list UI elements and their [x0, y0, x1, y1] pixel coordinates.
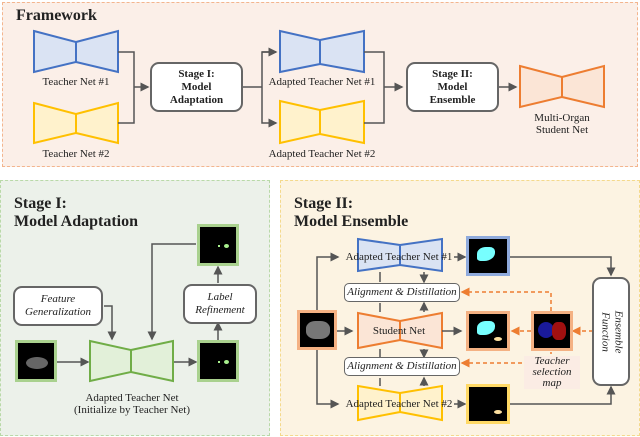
refined-label-image — [197, 224, 239, 266]
stage1-box-line3: Adaptation — [169, 93, 224, 106]
stage1-title-1: Stage I: — [14, 195, 67, 212]
stage1-box-line2: Model — [181, 80, 212, 93]
teacher-net-2-shape — [33, 101, 119, 145]
adapted-net-2-shape — [279, 99, 365, 145]
s2-adapted-net-2-label: Adapted Teacher Net #2 — [345, 398, 453, 410]
student-net-label-2: Student Net — [535, 124, 589, 136]
s2-adapted-net-1-shape — [357, 237, 443, 273]
label-ref-line2: Refinement — [195, 304, 245, 316]
s2-student-net-label: Student Net — [372, 325, 426, 337]
student-net-label-1: Multi-Organ — [534, 112, 590, 124]
student-prediction-image — [466, 311, 510, 351]
teacher-selection-map-image — [531, 311, 573, 351]
teacher-net-1-label: Teacher Net #1 — [42, 76, 110, 88]
stage1-net-label-1: Adapted Teacher Net — [85, 392, 179, 404]
stage2-box-line1: Stage II: — [432, 67, 473, 80]
stage2-title-2: Model Ensemble — [294, 213, 409, 230]
feature-gen-line1: Feature — [40, 293, 76, 305]
ensemble-function-box: Ensemble Function — [592, 277, 630, 386]
s2-student-net-shape — [357, 311, 443, 350]
ensemble-line2: Function — [599, 311, 612, 352]
framework-title: Framework — [16, 7, 97, 24]
label-ref-line1: Label — [207, 291, 233, 303]
s2-adapted-net-2-shape — [357, 384, 443, 422]
student-net-shape — [519, 64, 605, 109]
teacher1-prediction-image — [466, 236, 510, 276]
adapted-net-1-shape — [279, 29, 365, 74]
stage1-box: Stage I: Model Adaptation — [150, 62, 243, 112]
stage2-box-line3: Ensemble — [429, 93, 476, 106]
stage2-panel — [280, 180, 640, 436]
pseudo-label-image — [197, 340, 239, 382]
stage1-net-label-2: (Initialize by Teacher Net) — [74, 404, 190, 416]
stage2-box-line2: Model — [437, 80, 468, 93]
selection-line2: selection — [532, 366, 572, 378]
stage2-title-1: Stage II: — [294, 195, 354, 212]
feature-gen-line2: Generalization — [25, 306, 91, 318]
stage1-box-line1: Stage I: — [178, 67, 215, 80]
stage1-adapted-net-shape — [89, 339, 174, 383]
label-refinement-box: Label Refinement — [183, 284, 257, 324]
s2-adapted-net-1-label: Adapted Teacher Net #1 — [345, 251, 453, 263]
alignment-distillation-bottom: Alignment & Distillation — [344, 357, 460, 376]
teacher-selection-label: Teacher selection map — [524, 356, 580, 389]
teacher-net-1-shape — [33, 29, 119, 74]
selection-line1: Teacher — [534, 355, 570, 367]
feature-generalization-box: Feature Generalization — [13, 286, 103, 326]
s2-ct-input-image — [297, 310, 337, 350]
selection-line3: map — [542, 377, 562, 389]
adapted-net-1-label: Adapted Teacher Net #1 — [268, 76, 376, 88]
stage2-box: Stage II: Model Ensemble — [406, 62, 499, 112]
alignment-distillation-top: Alignment & Distillation — [344, 283, 460, 302]
teacher2-prediction-image — [466, 384, 510, 424]
teacher-net-2-label: Teacher Net #2 — [42, 148, 110, 160]
ensemble-line1: Ensemble — [612, 310, 625, 353]
stage1-title-2: Model Adaptation — [14, 213, 139, 230]
adapted-net-2-label: Adapted Teacher Net #2 — [268, 148, 376, 160]
ct-input-image — [15, 340, 57, 382]
